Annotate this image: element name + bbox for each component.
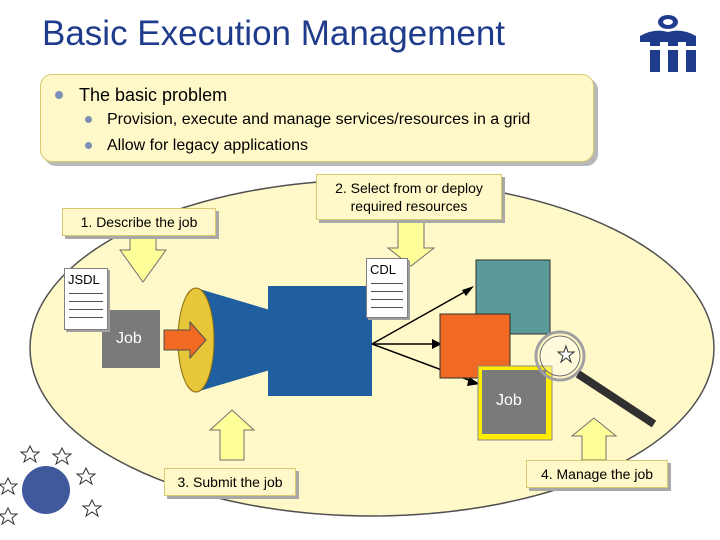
running-job-label: Job — [496, 392, 522, 409]
input-job-box — [102, 310, 160, 368]
execution-service-box — [268, 286, 372, 396]
omii-logo-icon — [640, 15, 696, 73]
job-submit-arrow-icon — [163, 320, 207, 360]
step1-arrow-icon — [119, 237, 167, 283]
problem-point: Provision, execute and manage services/r… — [85, 111, 530, 129]
eu-stars-emblem-icon — [0, 444, 103, 526]
step3-callout: 3. Submit the job — [164, 468, 296, 496]
step4-callout: 4. Manage the job — [526, 460, 668, 488]
step4-arrow-icon — [570, 417, 618, 461]
cdl-document: CDL — [366, 258, 408, 318]
input-job-label: Job — [116, 330, 142, 347]
step2-callout: 2. Select from or deploy required resour… — [316, 174, 502, 220]
step2-arrow-icon — [386, 217, 436, 267]
problem-point: Allow for legacy applications — [85, 137, 308, 155]
bullet-icon — [85, 142, 92, 149]
problem-heading: The basic problem — [55, 85, 227, 106]
step1-callout: 1. Describe the job — [62, 208, 216, 236]
step3-arrow-icon — [208, 409, 256, 461]
jsdl-document: JSDL — [64, 268, 108, 330]
slide-title: Basic Execution Management — [42, 14, 506, 53]
funnel-shape — [196, 288, 270, 392]
bullet-icon — [85, 116, 92, 123]
problem-callout: The basic problem Provision, execute and… — [40, 74, 594, 162]
magnifier-icon — [534, 330, 657, 428]
bullet-icon — [55, 91, 63, 99]
